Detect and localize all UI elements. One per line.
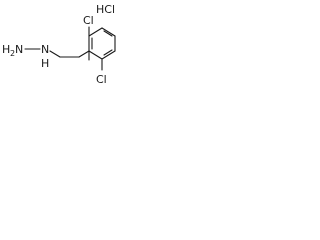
chlorine-bottom-label: Cl (96, 73, 107, 86)
hydrazine-n-label: N (41, 43, 49, 56)
ring-bond-6 (88, 50, 103, 60)
bond-n-ch2 (49, 50, 61, 58)
chlorine-top-label: Cl (83, 14, 94, 27)
amine-subscript: 2 (10, 49, 15, 58)
amine-h-label: H (2, 43, 10, 56)
ring-bond-3 (101, 27, 116, 37)
ring-bond-5 (101, 50, 116, 60)
amine-n-label: N (15, 43, 23, 56)
chemical-structure-diagram: HCl H 2 N N H Cl Cl (2, 3, 116, 86)
ring-double-bond-2 (103, 30, 113, 37)
ring-double-bond-3 (103, 49, 113, 56)
salt-label: HCl (96, 3, 115, 16)
hydrazine-h-label: H (41, 57, 49, 70)
bond-ch2-ring (78, 50, 90, 58)
ring-bond-2 (88, 27, 103, 37)
